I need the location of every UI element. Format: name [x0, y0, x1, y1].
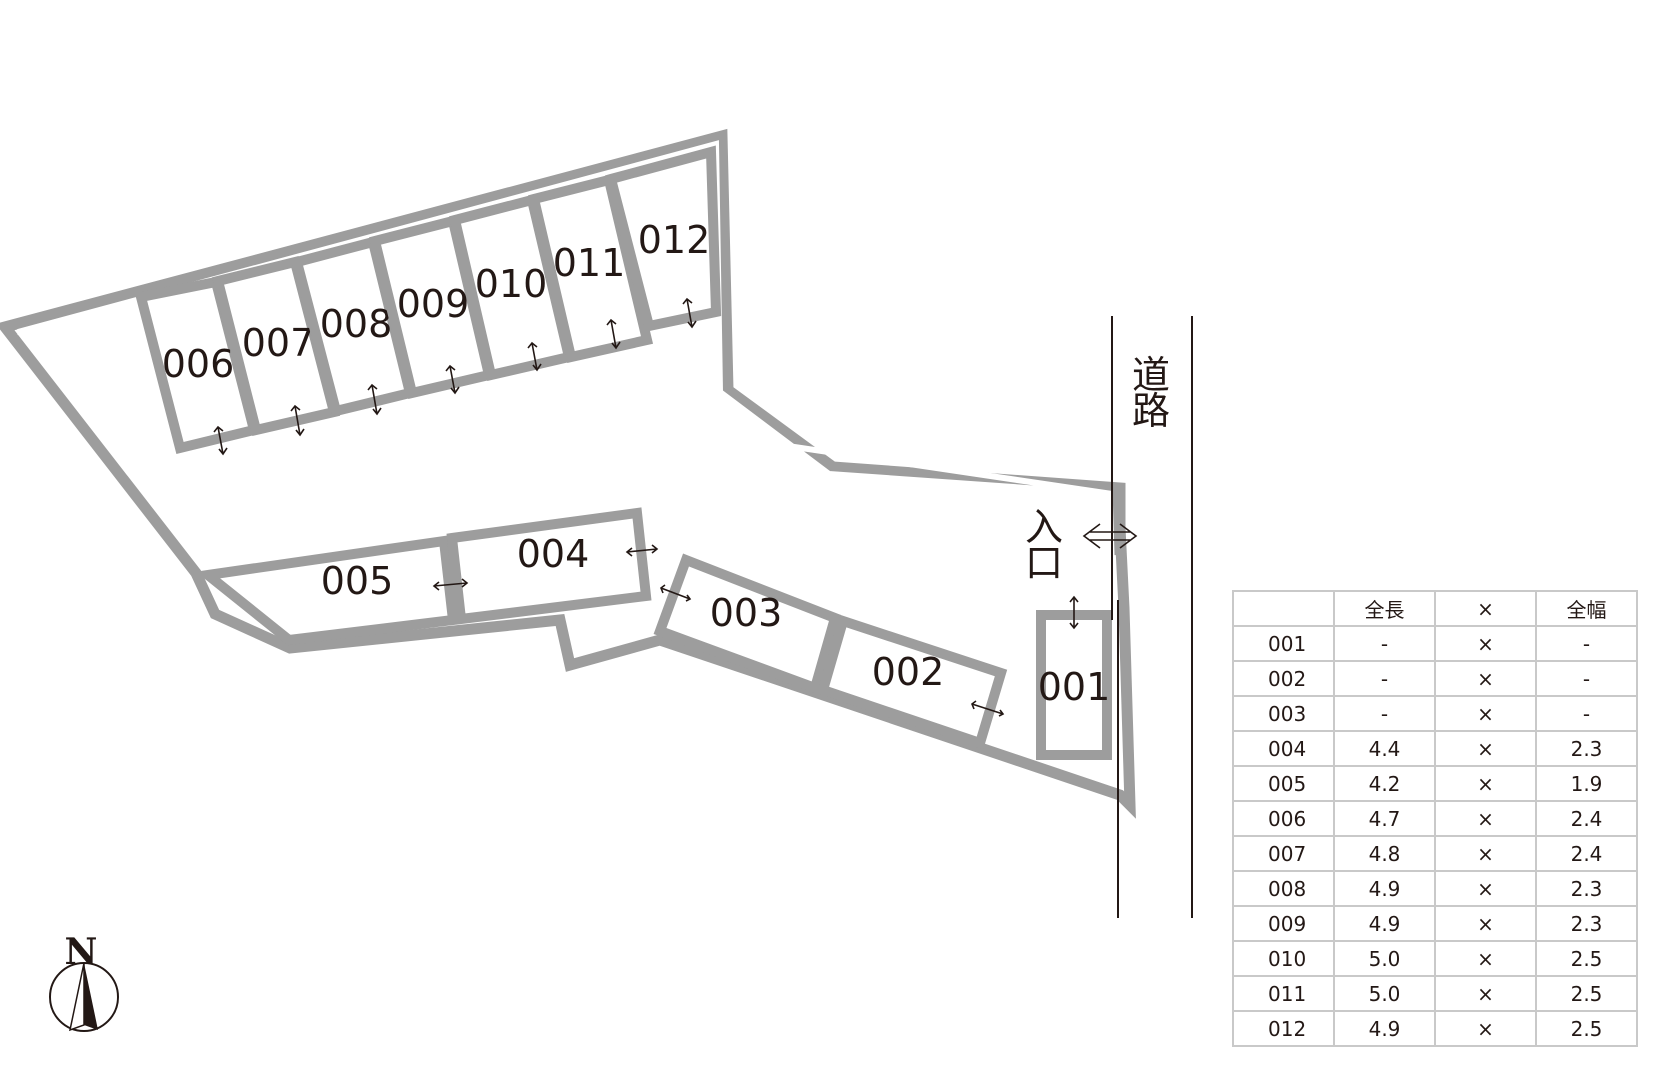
- row-width-cell: 2.5: [1535, 940, 1638, 977]
- svg-text:010: 010: [475, 262, 548, 306]
- svg-text:011: 011: [553, 241, 626, 285]
- row-length-cell: 4.9: [1333, 1010, 1436, 1047]
- table-row: 001-×-: [1232, 625, 1638, 662]
- row-length-cell: 4.8: [1333, 835, 1436, 872]
- row-times-cell: ×: [1434, 625, 1537, 662]
- stall-003[interactable]: 003: [653, 553, 842, 695]
- row-id-cell: 007: [1232, 835, 1335, 872]
- row-length-cell: 5.0: [1333, 940, 1436, 977]
- row-times-cell: ×: [1434, 765, 1537, 802]
- svg-text:006: 006: [162, 342, 235, 386]
- svg-text:003: 003: [710, 591, 783, 635]
- row-id-cell: 002: [1232, 660, 1335, 697]
- row-width-cell: 1.9: [1535, 765, 1638, 802]
- row-id-cell: 006: [1232, 800, 1335, 837]
- row-id-cell: 011: [1232, 975, 1335, 1012]
- row-width-cell: 2.3: [1535, 870, 1638, 907]
- svg-text:012: 012: [638, 218, 711, 262]
- row-length-cell: 4.9: [1333, 870, 1436, 907]
- row-length-cell: -: [1333, 695, 1436, 732]
- row-length-cell: -: [1333, 660, 1436, 697]
- table-header-row: 全長 × 全幅: [1232, 590, 1638, 627]
- entrance-arrow-icon: [1082, 523, 1138, 549]
- row-length-cell: 4.4: [1333, 730, 1436, 767]
- dimension-arrows: [213, 297, 1079, 717]
- stall-004[interactable]: 004: [446, 507, 652, 625]
- svg-text:009: 009: [397, 282, 470, 326]
- row-times-cell: ×: [1434, 905, 1537, 942]
- row-id-cell: 009: [1232, 905, 1335, 942]
- row-id-cell: 003: [1232, 695, 1335, 732]
- svg-text:004: 004: [517, 532, 590, 576]
- row-width-cell: 2.3: [1535, 905, 1638, 942]
- row-width-cell: -: [1535, 660, 1638, 697]
- table-header-id: [1232, 590, 1335, 627]
- row-id-cell: 004: [1232, 730, 1335, 767]
- svg-text:005: 005: [321, 559, 394, 603]
- row-times-cell: ×: [1434, 835, 1537, 872]
- row-times-cell: ×: [1434, 870, 1537, 907]
- row-width-cell: -: [1535, 695, 1638, 732]
- lot-boundary-inner: [17, 140, 1113, 497]
- row-length-cell: 4.9: [1333, 905, 1436, 942]
- row-id-cell: 010: [1232, 940, 1335, 977]
- stall-001[interactable]: 001: [1036, 610, 1112, 760]
- row-times-cell: ×: [1434, 800, 1537, 837]
- stall-012[interactable]: 012: [604, 145, 722, 332]
- svg-text:001: 001: [1038, 665, 1111, 709]
- row-width-cell: 2.5: [1535, 975, 1638, 1012]
- road-label-1: 道: [1132, 353, 1170, 397]
- row-length-cell: -: [1333, 625, 1436, 662]
- row-width-cell: 2.5: [1535, 1010, 1638, 1047]
- row-id-cell: 005: [1232, 765, 1335, 802]
- table-header-times: ×: [1434, 590, 1537, 627]
- row-times-cell: ×: [1434, 940, 1537, 977]
- row-width-cell: 2.4: [1535, 800, 1638, 837]
- row-length-cell: 5.0: [1333, 975, 1436, 1012]
- north-compass-icon: N: [49, 931, 119, 1032]
- row-id-cell: 001: [1232, 625, 1335, 662]
- row-width-cell: 2.3: [1535, 730, 1638, 767]
- table-header-width: 全幅: [1535, 590, 1638, 627]
- svg-text:002: 002: [872, 650, 945, 694]
- stall-005[interactable]: 005: [195, 535, 459, 646]
- row-width-cell: 2.4: [1535, 835, 1638, 872]
- table-row: 003-×-: [1232, 695, 1638, 732]
- row-width-cell: -: [1535, 625, 1638, 662]
- row-id-cell: 012: [1232, 1010, 1335, 1047]
- row-times-cell: ×: [1434, 730, 1537, 767]
- entrance-label-2: 口: [1025, 541, 1063, 585]
- row-times-cell: ×: [1434, 1010, 1537, 1047]
- row-times-cell: ×: [1434, 975, 1537, 1012]
- row-id-cell: 008: [1232, 870, 1335, 907]
- row-length-cell: 4.2: [1333, 765, 1436, 802]
- table-header-length: 全長: [1333, 590, 1436, 627]
- row-times-cell: ×: [1434, 660, 1537, 697]
- row-length-cell: 4.7: [1333, 800, 1436, 837]
- row-times-cell: ×: [1434, 695, 1537, 732]
- table-row: 002-×-: [1232, 660, 1638, 697]
- svg-text:008: 008: [320, 302, 393, 346]
- svg-text:007: 007: [242, 321, 315, 365]
- road-label-2: 路: [1132, 389, 1170, 433]
- entrance-label-1: 入: [1025, 505, 1063, 549]
- stall-002[interactable]: 002: [816, 614, 1008, 750]
